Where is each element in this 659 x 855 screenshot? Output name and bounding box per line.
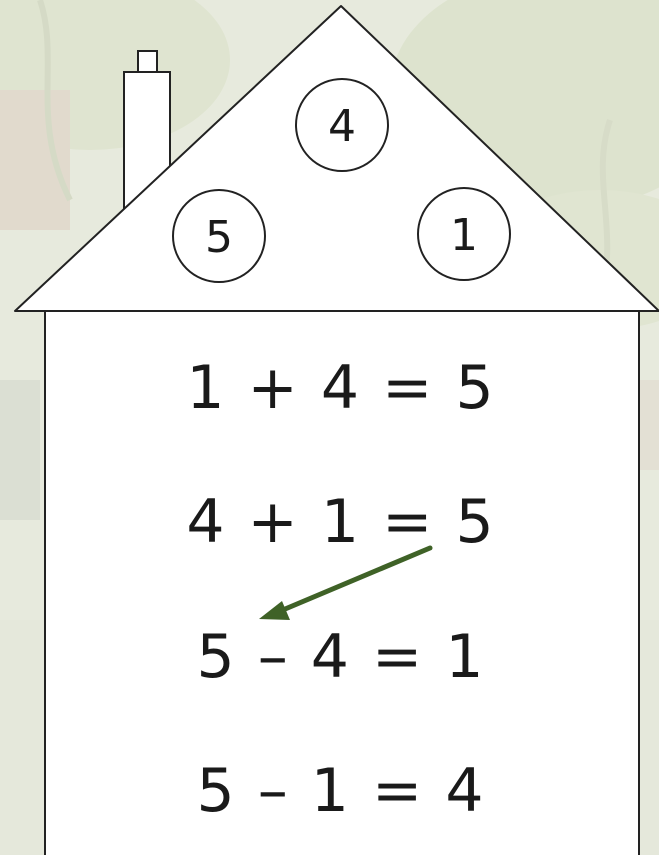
- equation-1: 1 + 4 = 5: [186, 353, 495, 423]
- roof-circle-right: 1: [418, 188, 510, 280]
- equation-3: 5 – 4 = 1: [196, 622, 485, 692]
- roof-number-left: 5: [205, 212, 233, 263]
- equation-4: 5 – 1 = 4: [196, 756, 485, 826]
- roof-number-right: 1: [450, 210, 478, 261]
- roof-number-top: 4: [328, 101, 356, 152]
- roof-circle-top: 4: [296, 79, 388, 171]
- equation-2: 4 + 1 = 5: [186, 487, 495, 557]
- roof-circle-left: 5: [173, 190, 265, 282]
